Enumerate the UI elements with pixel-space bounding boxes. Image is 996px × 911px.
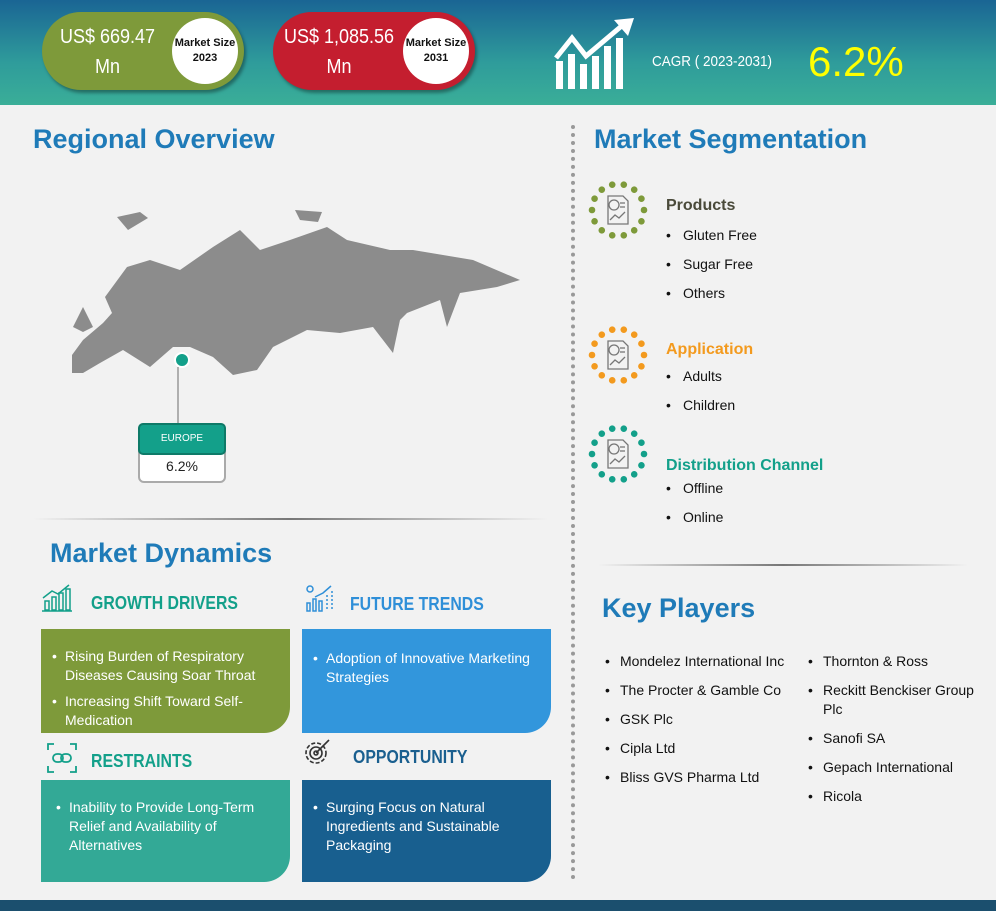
segment-item: Online xyxy=(666,509,724,525)
key-players-right: Thornton & Ross Reckitt Benckiser Group … xyxy=(808,652,993,816)
cagr-label: CAGR ( 2023-2031) xyxy=(652,53,773,70)
key-player: Thornton & Ross xyxy=(808,652,993,671)
growth-drivers-card: Rising Burden of Respiratory Diseases Ca… xyxy=(41,629,290,733)
key-player: Gepach International xyxy=(808,758,993,777)
divider xyxy=(598,564,968,566)
europe-callout: EUROPE 6.2% xyxy=(138,423,226,483)
segment-item: Children xyxy=(666,397,735,413)
cagr-value: 6.2% xyxy=(808,38,904,85)
key-player: GSK Plc xyxy=(605,710,790,729)
growth-drivers-heading: GROWTH DRIVERS xyxy=(91,593,238,613)
market-size-2031-pill: US$ 1,085.56 Mn Market Size 2031 xyxy=(273,12,475,90)
header-banner: US$ 669.47 Mn Market Size 2023 US$ 1,085… xyxy=(0,0,996,105)
gear-target-icon xyxy=(305,739,330,764)
key-players-title: Key Players xyxy=(602,593,756,623)
key-player: Mondelez International Inc xyxy=(605,652,790,671)
key-players-left: Mondelez International Inc The Procter &… xyxy=(605,652,790,797)
market-segmentation-title: Market Segmentation xyxy=(594,124,868,154)
region-cagr: 6.2% xyxy=(166,458,198,474)
segment-item: Others xyxy=(666,285,725,301)
restraints-card: Inability to Provide Long-Term Relief an… xyxy=(41,780,290,882)
opportunity-item: Surging Focus on Natural Ingredients and… xyxy=(313,798,541,855)
key-player: Cipla Ltd xyxy=(605,739,790,758)
growth-chart-icon xyxy=(42,584,72,612)
region-name: EUROPE xyxy=(138,423,226,455)
regional-overview-title: Regional Overview xyxy=(33,124,275,154)
market-size-2023-label: Market Size 2023 xyxy=(172,18,238,84)
key-player: Bliss GVS Pharma Ltd xyxy=(605,768,790,787)
broken-link-icon xyxy=(47,743,77,773)
growth-chart-icon xyxy=(554,18,634,89)
growth-driver-item: Increasing Shift Toward Self-Medication xyxy=(52,692,280,730)
segment-title: Application xyxy=(666,341,754,358)
divider xyxy=(33,518,548,520)
key-player: Sanofi SA xyxy=(808,729,993,748)
segment-item: Sugar Free xyxy=(666,256,753,272)
report-icon xyxy=(588,326,648,384)
future-trends-card: Adoption of Innovative Marketing Strateg… xyxy=(302,629,551,733)
market-size-2023-pill: US$ 669.47 Mn Market Size 2023 xyxy=(42,12,244,90)
key-player: Reckitt Benckiser Group Plc xyxy=(808,681,993,719)
restraints-heading: RESTRAINTS xyxy=(91,751,193,771)
footer-bar xyxy=(0,900,996,911)
growth-driver-item: Rising Burden of Respiratory Diseases Ca… xyxy=(52,647,280,685)
market-dynamics-title: Market Dynamics xyxy=(50,538,273,568)
restraint-item: Inability to Provide Long-Term Relief an… xyxy=(56,798,280,855)
market-size-2031-label: Market Size 2031 xyxy=(403,18,469,84)
key-player: The Procter & Gamble Co xyxy=(605,681,790,700)
key-player: Ricola xyxy=(808,787,993,806)
market-size-2023-value: US$ 669.47 Mn xyxy=(59,26,156,78)
opportunity-card: Surging Focus on Natural Ingredients and… xyxy=(302,780,551,882)
vertical-divider xyxy=(571,125,575,880)
segment-item: Gluten Free xyxy=(666,227,757,243)
segment-title: Distribution Channel xyxy=(666,457,824,474)
segment-item: Adults xyxy=(666,368,722,384)
segment-item: Offline xyxy=(666,480,723,496)
trend-chart-icon xyxy=(306,585,333,612)
opportunity-heading: OPPORTUNITY xyxy=(353,747,468,767)
segment-title: Products xyxy=(666,197,736,214)
future-trends-heading: FUTURE TRENDS xyxy=(350,594,484,614)
report-icon xyxy=(588,181,648,239)
future-trend-item: Adoption of Innovative Marketing Strateg… xyxy=(313,649,541,687)
report-icon xyxy=(588,425,648,483)
market-size-2031-value: US$ 1,085.56 Mn xyxy=(283,26,395,78)
europe-map xyxy=(72,210,520,423)
